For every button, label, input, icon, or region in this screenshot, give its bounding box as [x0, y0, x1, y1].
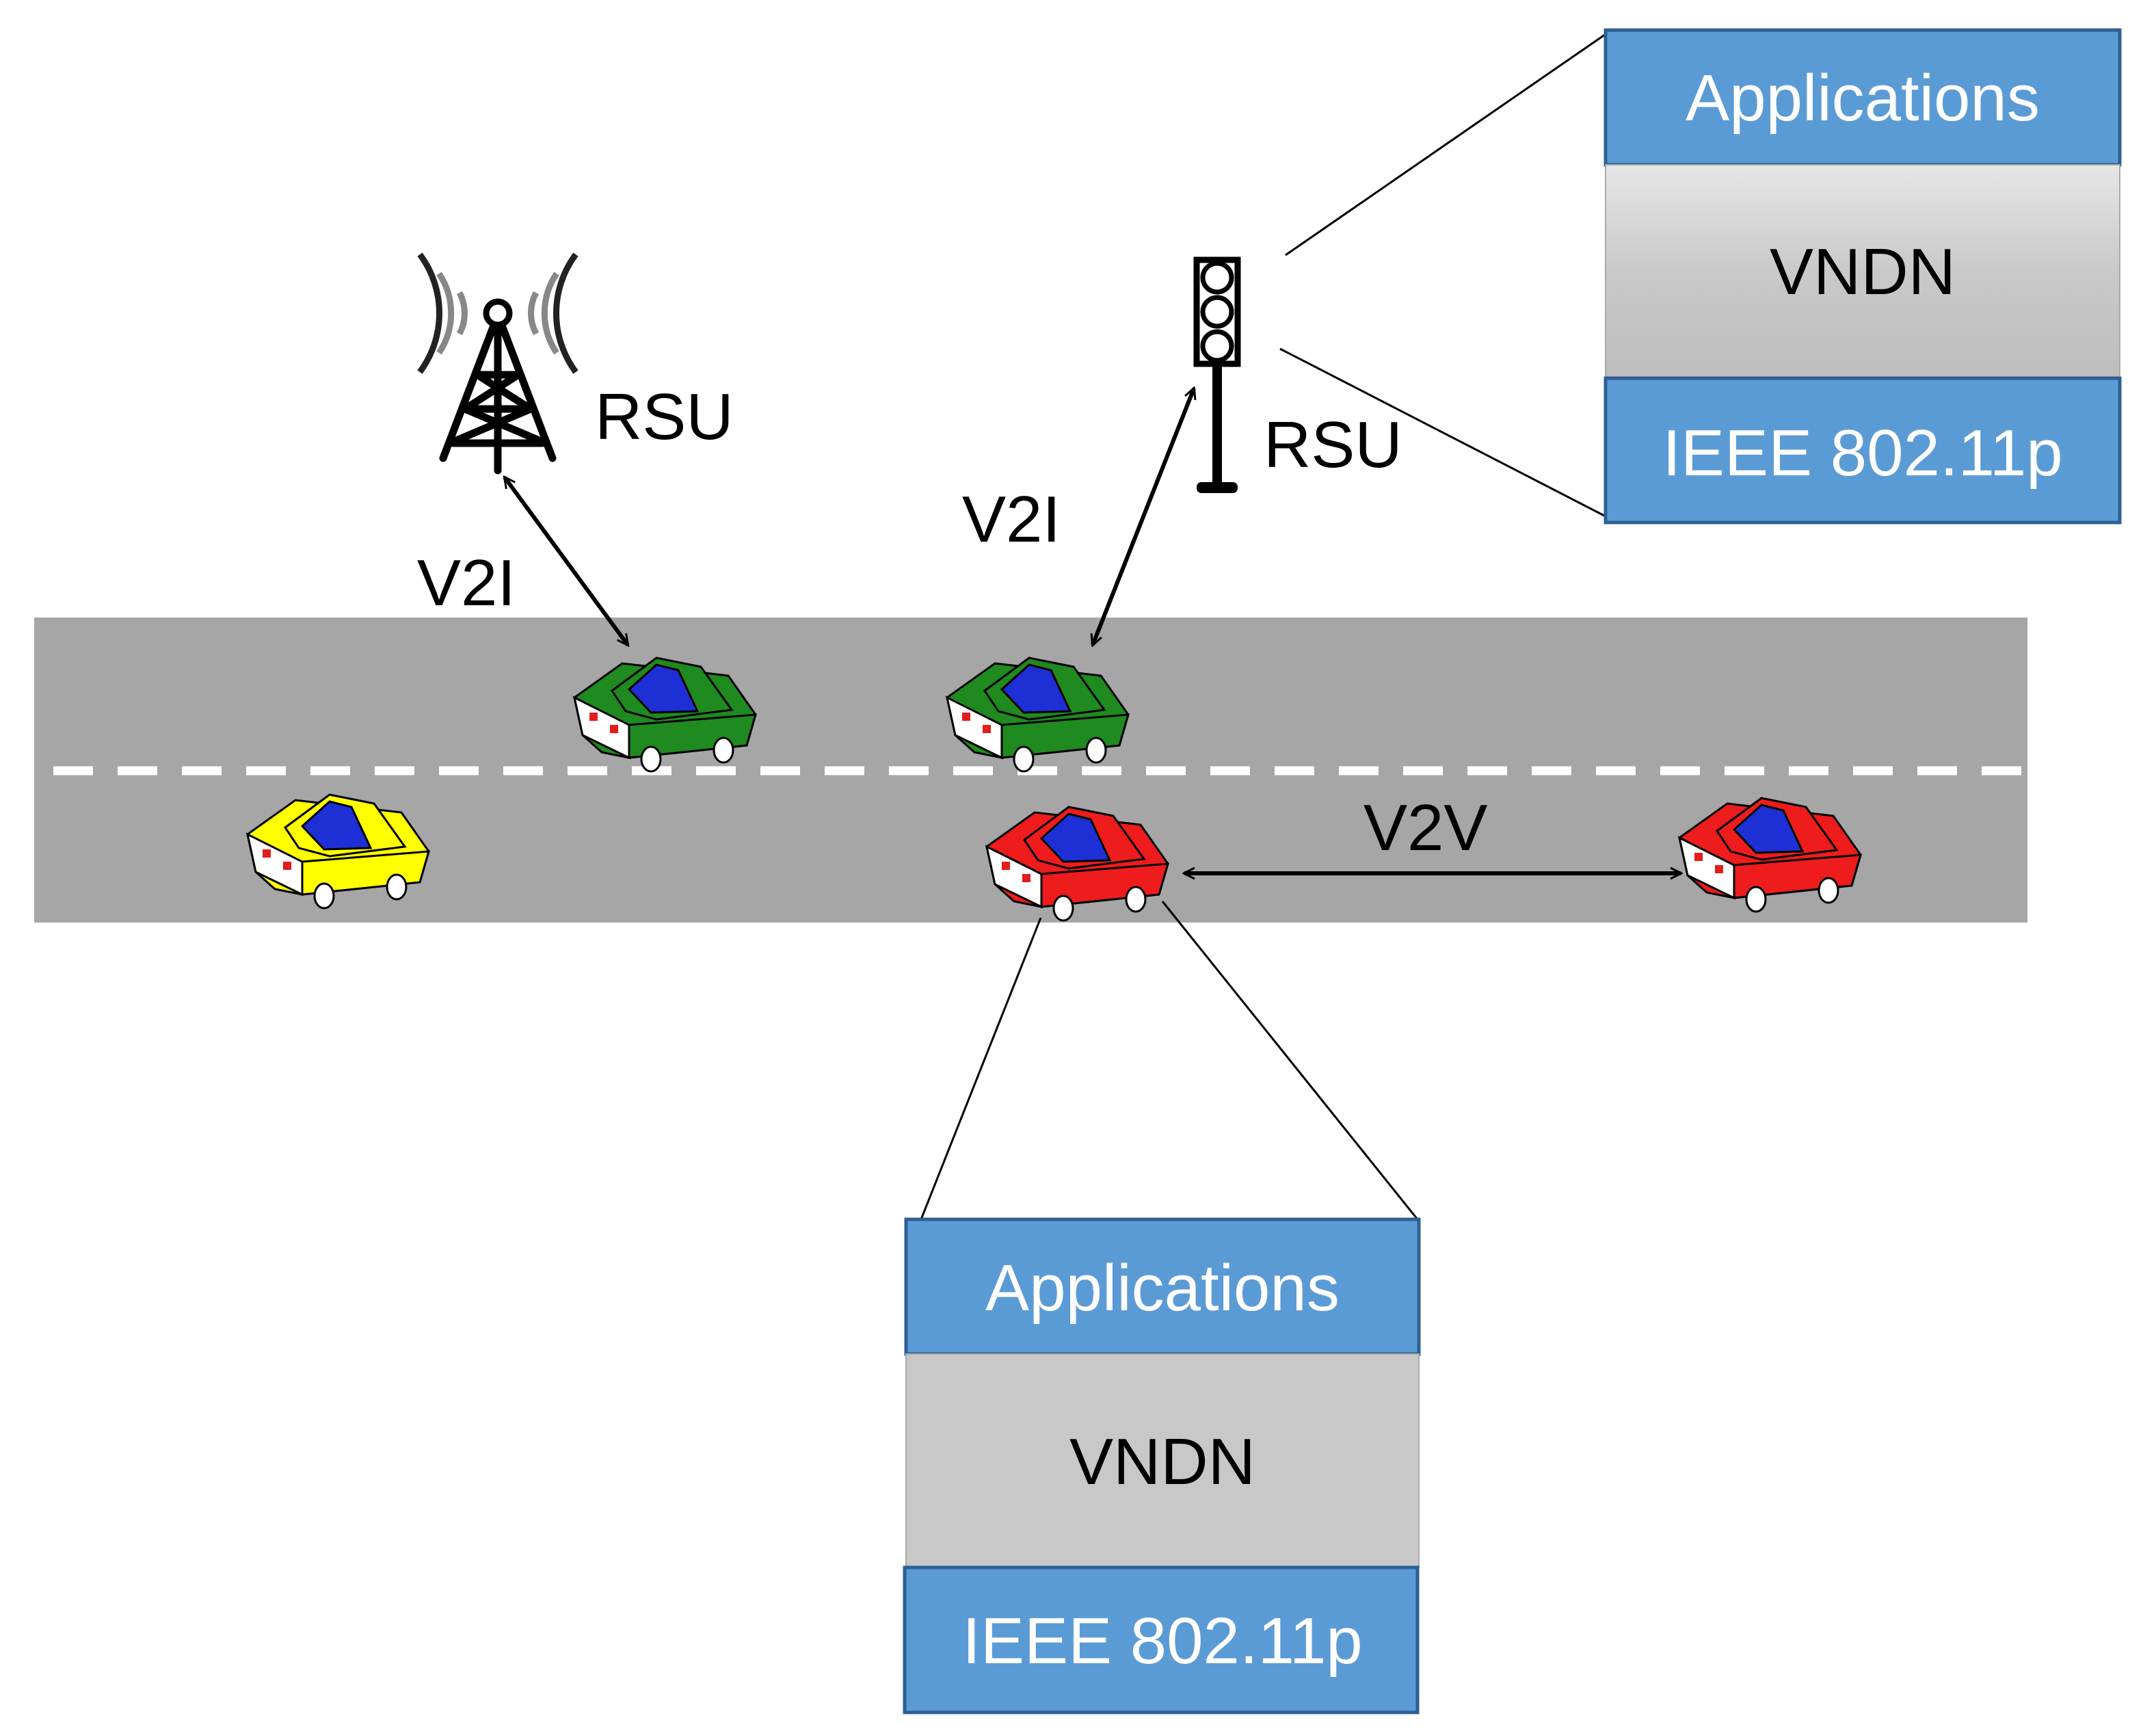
car-icon	[1677, 797, 1863, 913]
rsu-layer-vndn	[1605, 164, 2120, 379]
v2i-left-arrow	[505, 477, 628, 645]
rsu-layer-ieee-label: IEEE 802.11p	[1662, 416, 2062, 490]
rsu-light-label: RSU	[1264, 408, 1402, 481]
v2i-right-arrow	[1093, 388, 1194, 645]
vehicle-stack-connector-left	[920, 917, 1042, 1220]
rsu-stack-connector-top	[1285, 33, 1606, 256]
vehicle-layer-ieee-label: IEEE 802.11p	[962, 1604, 1362, 1678]
rsu-layer-applications	[1603, 28, 2122, 167]
rsu-stack-connector-bottom	[1279, 347, 1606, 518]
car-icon	[572, 657, 758, 773]
v2i-left-label: V2I	[417, 546, 516, 620]
radio-tower-icon	[417, 252, 578, 475]
traffic-light-icon	[1193, 256, 1241, 493]
vehicle-stack-connector-right	[1161, 901, 1419, 1220]
rsu-layer-applications-label: Applications	[1686, 62, 2040, 135]
vehicle-layer-vndn-label: VNDN	[1069, 1425, 1255, 1498]
car-icon	[945, 657, 1130, 773]
vehicle-protocol-stack: Applications VNDN IEEE 802.11p	[903, 1217, 1421, 1714]
rsu-protocol-stack: Applications VNDN IEEE 802.11p	[1603, 28, 2122, 525]
vehicle-layer-ieee	[903, 1565, 1420, 1714]
rsu-tower-label: RSU	[595, 380, 734, 453]
car-icon	[245, 793, 431, 910]
vehicle-layer-vndn	[905, 1353, 1420, 1568]
car-icon	[985, 806, 1170, 922]
rsu-layer-ieee	[1603, 376, 2122, 525]
rsu-layer-vndn-label: VNDN	[1770, 235, 1956, 308]
v2i-right-label: V2I	[962, 483, 1061, 556]
vehicle-layer-applications-label: Applications	[985, 1251, 1340, 1325]
v2v-label: V2V	[1363, 791, 1487, 864]
